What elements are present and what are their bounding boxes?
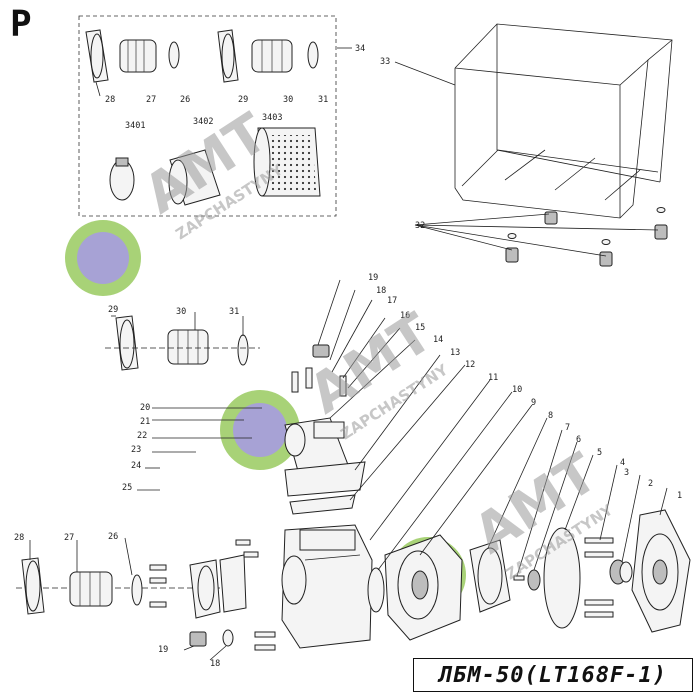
model-title: ЛБМ-50(LT168F-1) <box>413 658 693 692</box>
callout-6: 6 <box>576 435 581 445</box>
callout-17: 17 <box>387 296 397 306</box>
kit-dashed-box <box>78 15 337 217</box>
kit-hose-connector-27 <box>119 39 157 73</box>
seal-6 <box>527 569 541 591</box>
callout-15: 15 <box>415 323 425 333</box>
callout-11: 11 <box>488 373 498 383</box>
callout-18: 18 <box>376 286 386 296</box>
kit-hose-clamp-3401 <box>109 157 135 201</box>
callout-27: 27 <box>64 533 74 543</box>
gasket-13 <box>289 494 356 515</box>
kit-callout-26: 26 <box>180 95 190 105</box>
pump-cover-1 <box>631 509 691 633</box>
callout-8: 8 <box>548 411 553 421</box>
kit-callout-27: 27 <box>146 95 156 105</box>
kit-callout-31: 31 <box>318 95 328 105</box>
kit-callout-30: 30 <box>283 95 293 105</box>
bolts-4 <box>584 537 614 618</box>
callout-5: 5 <box>597 448 602 458</box>
callout-25: 25 <box>122 483 132 493</box>
callout-32: 32 <box>415 221 425 231</box>
bolts-lower <box>254 631 276 651</box>
callout-31: 31 <box>229 307 239 317</box>
check-valve-gasket-22 <box>219 554 247 613</box>
rubber-foot-32-d <box>599 239 613 267</box>
callout-26: 26 <box>108 532 118 542</box>
o-ring-11 <box>367 567 385 613</box>
kit-callout-3403: 3403 <box>262 113 282 123</box>
kit-callout-28: 28 <box>105 95 115 105</box>
kit-hose-connector-30 <box>251 39 293 73</box>
callout-20: 20 <box>140 403 150 413</box>
impeller-8 <box>469 539 511 613</box>
kit-callout-3402: 3402 <box>193 117 213 127</box>
page-letter: P <box>10 4 32 45</box>
callout-7: 7 <box>565 423 570 433</box>
rubber-foot-32-a <box>544 211 558 225</box>
gasket-31 <box>237 334 249 366</box>
callout-22: 22 <box>137 431 147 441</box>
kit-strainer-3403 <box>253 127 321 197</box>
rubber-foot-32-c <box>505 233 519 263</box>
callout-30: 30 <box>176 307 186 317</box>
callout-23: 23 <box>131 445 141 455</box>
callout-10: 10 <box>512 385 522 395</box>
filler-plug-19 <box>312 344 330 358</box>
callout-33: 33 <box>380 57 390 67</box>
kit-callout-3401: 3401 <box>125 121 145 131</box>
bolts-17 <box>291 367 347 397</box>
callout-4: 4 <box>620 458 625 468</box>
callout-24: 24 <box>131 461 141 471</box>
watermark-gear-middle <box>220 390 300 470</box>
kit-coupling-nut-29 <box>217 29 239 83</box>
callout-3: 3 <box>624 468 629 478</box>
washer-18 <box>222 629 234 647</box>
leader-lines <box>29 47 668 661</box>
bolts-25 <box>149 564 167 608</box>
rubber-foot-32-b <box>654 207 668 240</box>
callout-34: 34 <box>355 44 365 54</box>
bottom-callout-19: 19 <box>158 645 168 655</box>
callout-19: 19 <box>368 273 378 283</box>
callout-14: 14 <box>433 335 443 345</box>
flange-gasket-14 <box>284 461 366 497</box>
kit-gasket-26 <box>168 41 180 69</box>
frame-33 <box>454 23 673 219</box>
seal-assembly-2 <box>609 559 633 585</box>
kit-adapter-3402 <box>168 149 221 206</box>
callout-labels: 1 2 3 4 5 6 7 8 9 10 11 12 13 14 15 16 1… <box>14 44 682 669</box>
discharge-elbow-20 <box>284 417 351 479</box>
key-7 <box>513 575 525 581</box>
callout-9: 9 <box>531 398 536 408</box>
callout-13: 13 <box>450 348 460 358</box>
drain-plug-19 <box>189 631 207 647</box>
pump-housing-10 <box>281 524 373 649</box>
callout-1: 1 <box>677 491 682 501</box>
kit-callout-29: 29 <box>238 95 248 105</box>
callout-12: 12 <box>465 360 475 370</box>
bottom-callout-18: 18 <box>210 659 220 669</box>
callout-16: 16 <box>400 311 410 321</box>
bolts-21 <box>235 539 259 558</box>
coupling-nut-28 <box>21 557 45 615</box>
watermark-gear-top <box>65 220 141 296</box>
kit-gasket-31 <box>307 41 319 69</box>
callout-21: 21 <box>140 417 150 427</box>
callout-28: 28 <box>14 533 24 543</box>
hose-connector-30 <box>167 329 209 365</box>
volute-9 <box>384 534 463 641</box>
callout-29: 29 <box>108 305 118 315</box>
gasket-26 <box>131 574 143 606</box>
coupling-nut-29 <box>115 315 139 371</box>
hose-connector-27 <box>69 571 113 607</box>
kit-coupling-nut-28 <box>85 29 109 97</box>
callout-2: 2 <box>648 479 653 489</box>
o-ring-5 <box>543 527 581 629</box>
suction-flange-24 <box>189 559 221 619</box>
